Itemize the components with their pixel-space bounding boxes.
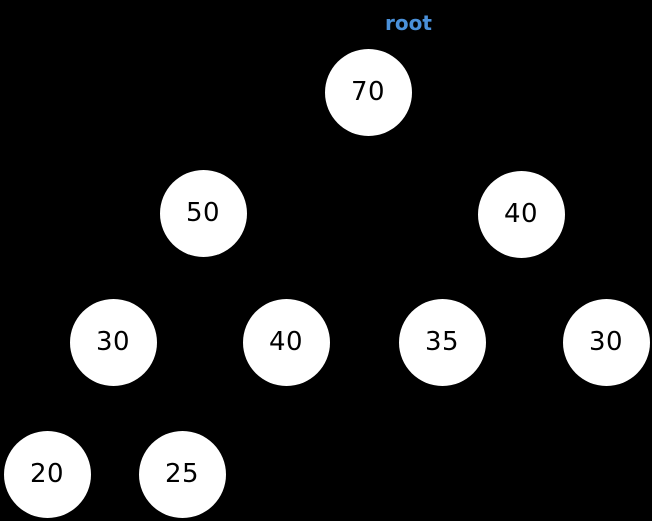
root-caption-label: root	[385, 11, 432, 35]
tree-node[interactable]: 30	[69, 298, 157, 386]
tree-node-value: 30	[95, 327, 131, 357]
tree-node-value: 25	[164, 459, 200, 489]
tree-node[interactable]: 50	[159, 169, 247, 257]
tree-node-value: 40	[268, 327, 304, 357]
tree-node-value: 30	[588, 327, 624, 357]
tree-node[interactable]: 25	[138, 430, 226, 518]
tree-node-value: 20	[29, 459, 65, 489]
tree-node[interactable]: 40	[477, 170, 565, 258]
tree-node[interactable]: 35	[398, 298, 486, 386]
tree-node[interactable]: 40	[242, 298, 330, 386]
tree-node[interactable]: 70	[324, 48, 412, 136]
tree-node-value: 40	[503, 199, 539, 229]
tree-node-value: 50	[185, 198, 221, 228]
tree-node[interactable]: 20	[3, 430, 91, 518]
tree-node-value: 35	[424, 327, 460, 357]
tree-node-value: 70	[350, 77, 386, 107]
tree-node[interactable]: 30	[562, 298, 650, 386]
